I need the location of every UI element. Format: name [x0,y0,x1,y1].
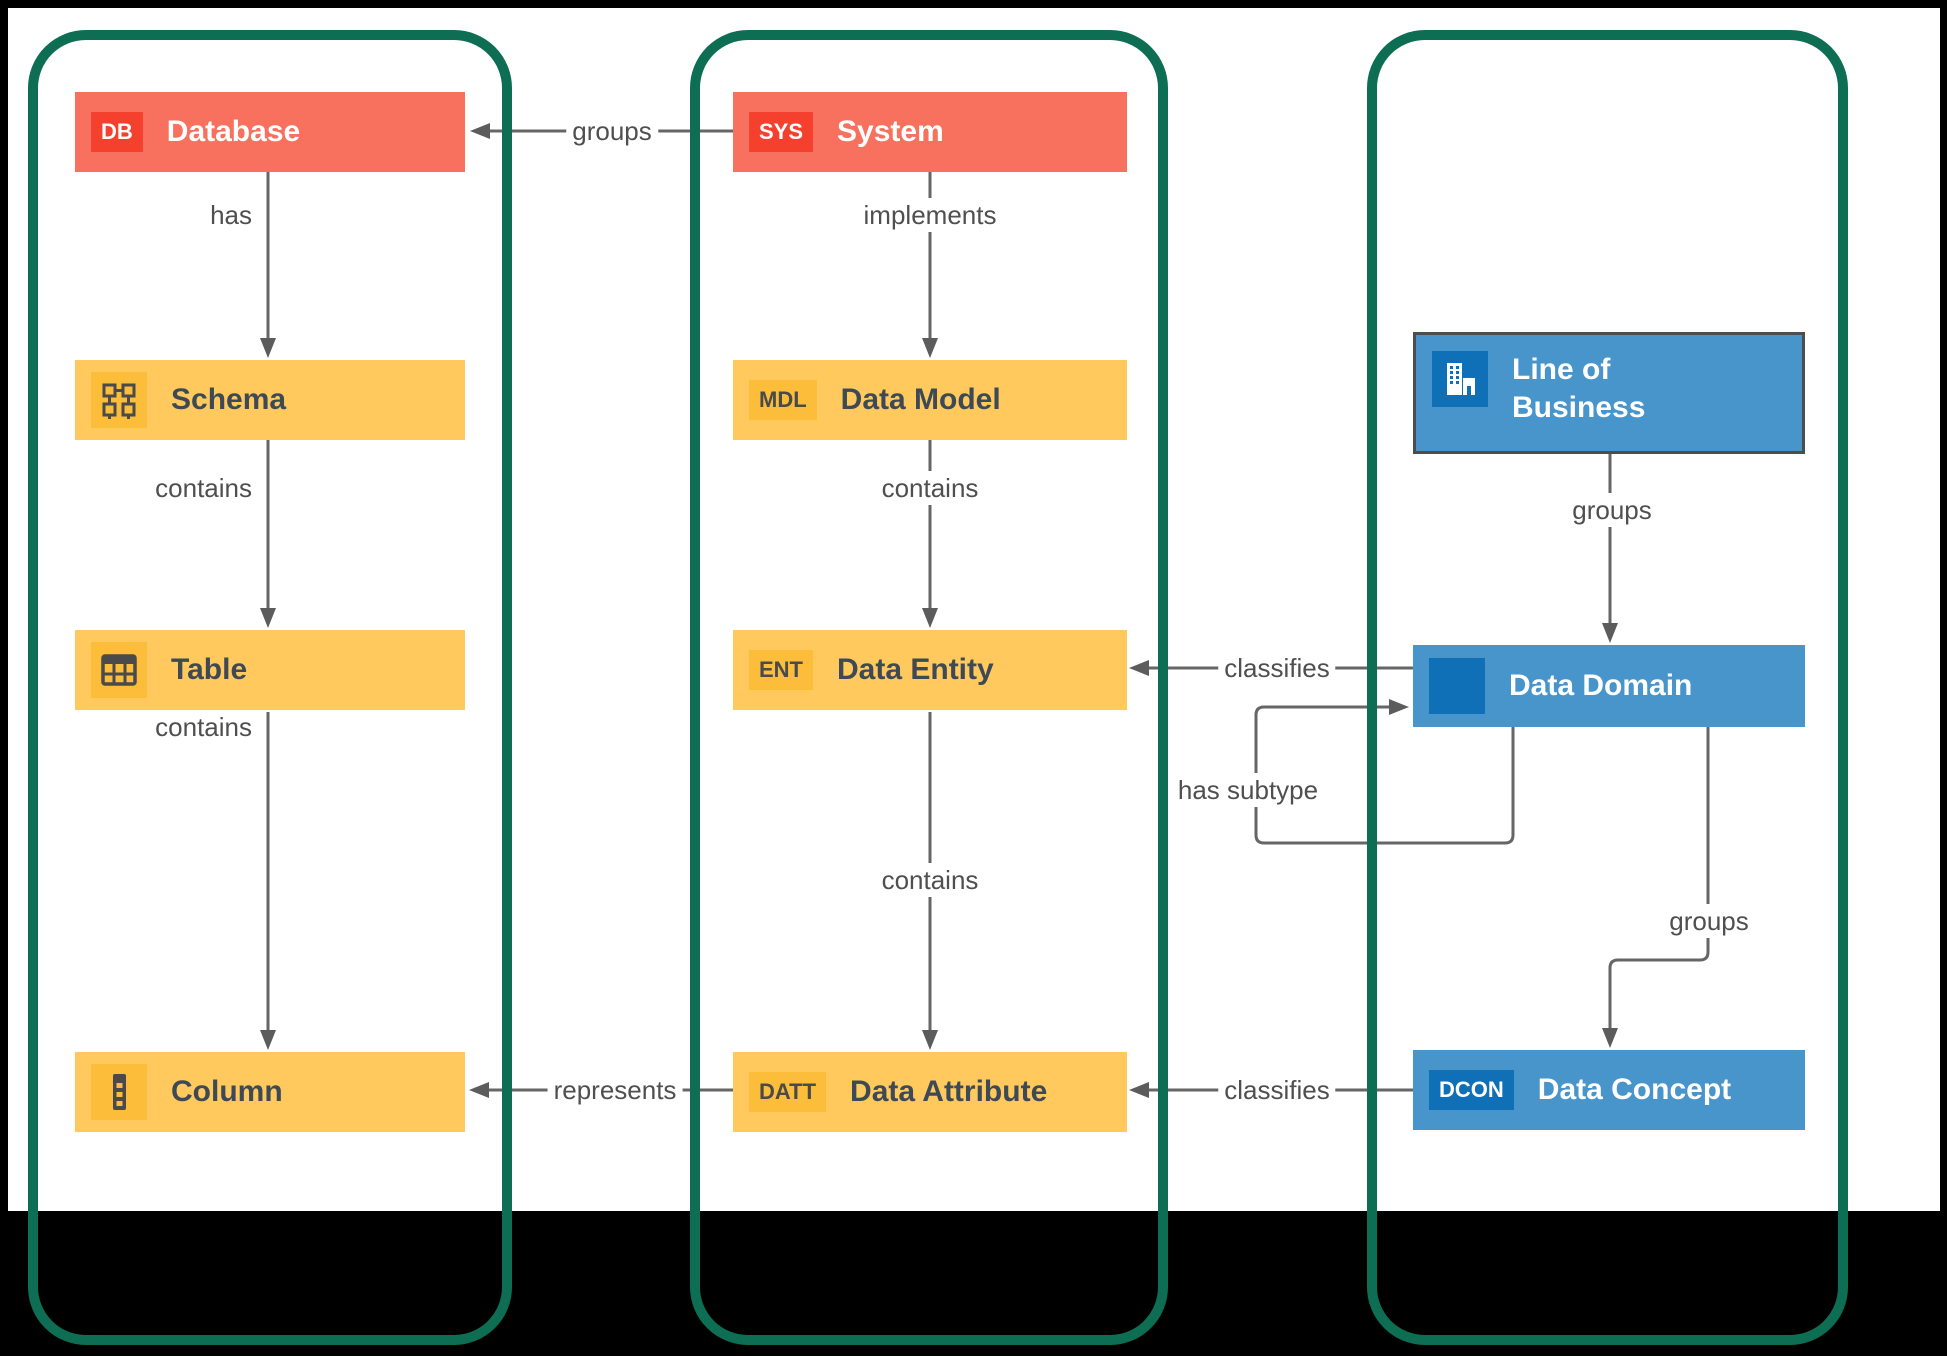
table-title: Table [171,653,248,686]
data-domain-title: Data Domain [1509,669,1693,702]
database-badge: DB [91,112,143,152]
node-data-concept[interactable]: DCON Data Concept [1413,1050,1805,1130]
edge-label-has-subtype: has subtype [1171,773,1325,807]
edge-label-contains-2: contains [149,710,258,744]
square-icon [1429,658,1485,714]
system-badge: SYS [749,112,814,152]
column-icon [91,1064,147,1120]
node-data-entity[interactable]: ENT Data Entity [733,630,1127,710]
node-data-model[interactable]: MDL Data Model [733,360,1127,440]
edge-label-groups-top: groups [566,114,658,148]
lane-database-stack[interactable] [28,30,512,1345]
node-line-of-business[interactable]: Line of Business [1413,332,1805,454]
node-system[interactable]: SYS System [733,92,1127,172]
data-entity-badge: ENT [749,650,813,690]
edge-label-groups-lob: groups [1566,493,1658,527]
node-data-attribute[interactable]: DATT Data Attribute [733,1052,1127,1132]
data-model-badge: MDL [749,380,817,420]
data-concept-badge: DCON [1429,1070,1514,1110]
node-data-domain[interactable]: Data Domain [1413,645,1805,727]
edge-label-classifies-2: classifies [1218,1073,1336,1107]
line-of-business-title: Line of Business [1512,353,1646,424]
column-title: Column [171,1075,283,1108]
building-icon [1432,351,1488,407]
data-attribute-title: Data Attribute [850,1075,1048,1108]
edge-label-contains-1: contains [149,471,258,505]
edge-label-classifies-1: classifies [1218,651,1336,685]
node-table[interactable]: Table [75,630,465,710]
edge-label-represents: represents [547,1073,683,1107]
node-schema[interactable]: Schema [75,360,465,440]
lane-business-stack[interactable] [1367,30,1848,1345]
schema-icon [91,372,147,428]
lane-model-stack[interactable] [690,30,1168,1345]
data-attribute-badge: DATT [749,1072,827,1112]
data-model-title: Data Model [840,383,1001,416]
table-icon [91,642,147,698]
edge-label-has: has [204,198,258,232]
schema-title: Schema [171,383,287,416]
database-title: Database [166,115,301,148]
system-title: System [837,115,944,148]
data-concept-title: Data Concept [1537,1073,1732,1106]
data-entity-title: Data Entity [837,653,994,686]
node-database[interactable]: DB Database [75,92,465,172]
node-column[interactable]: Column [75,1052,465,1132]
